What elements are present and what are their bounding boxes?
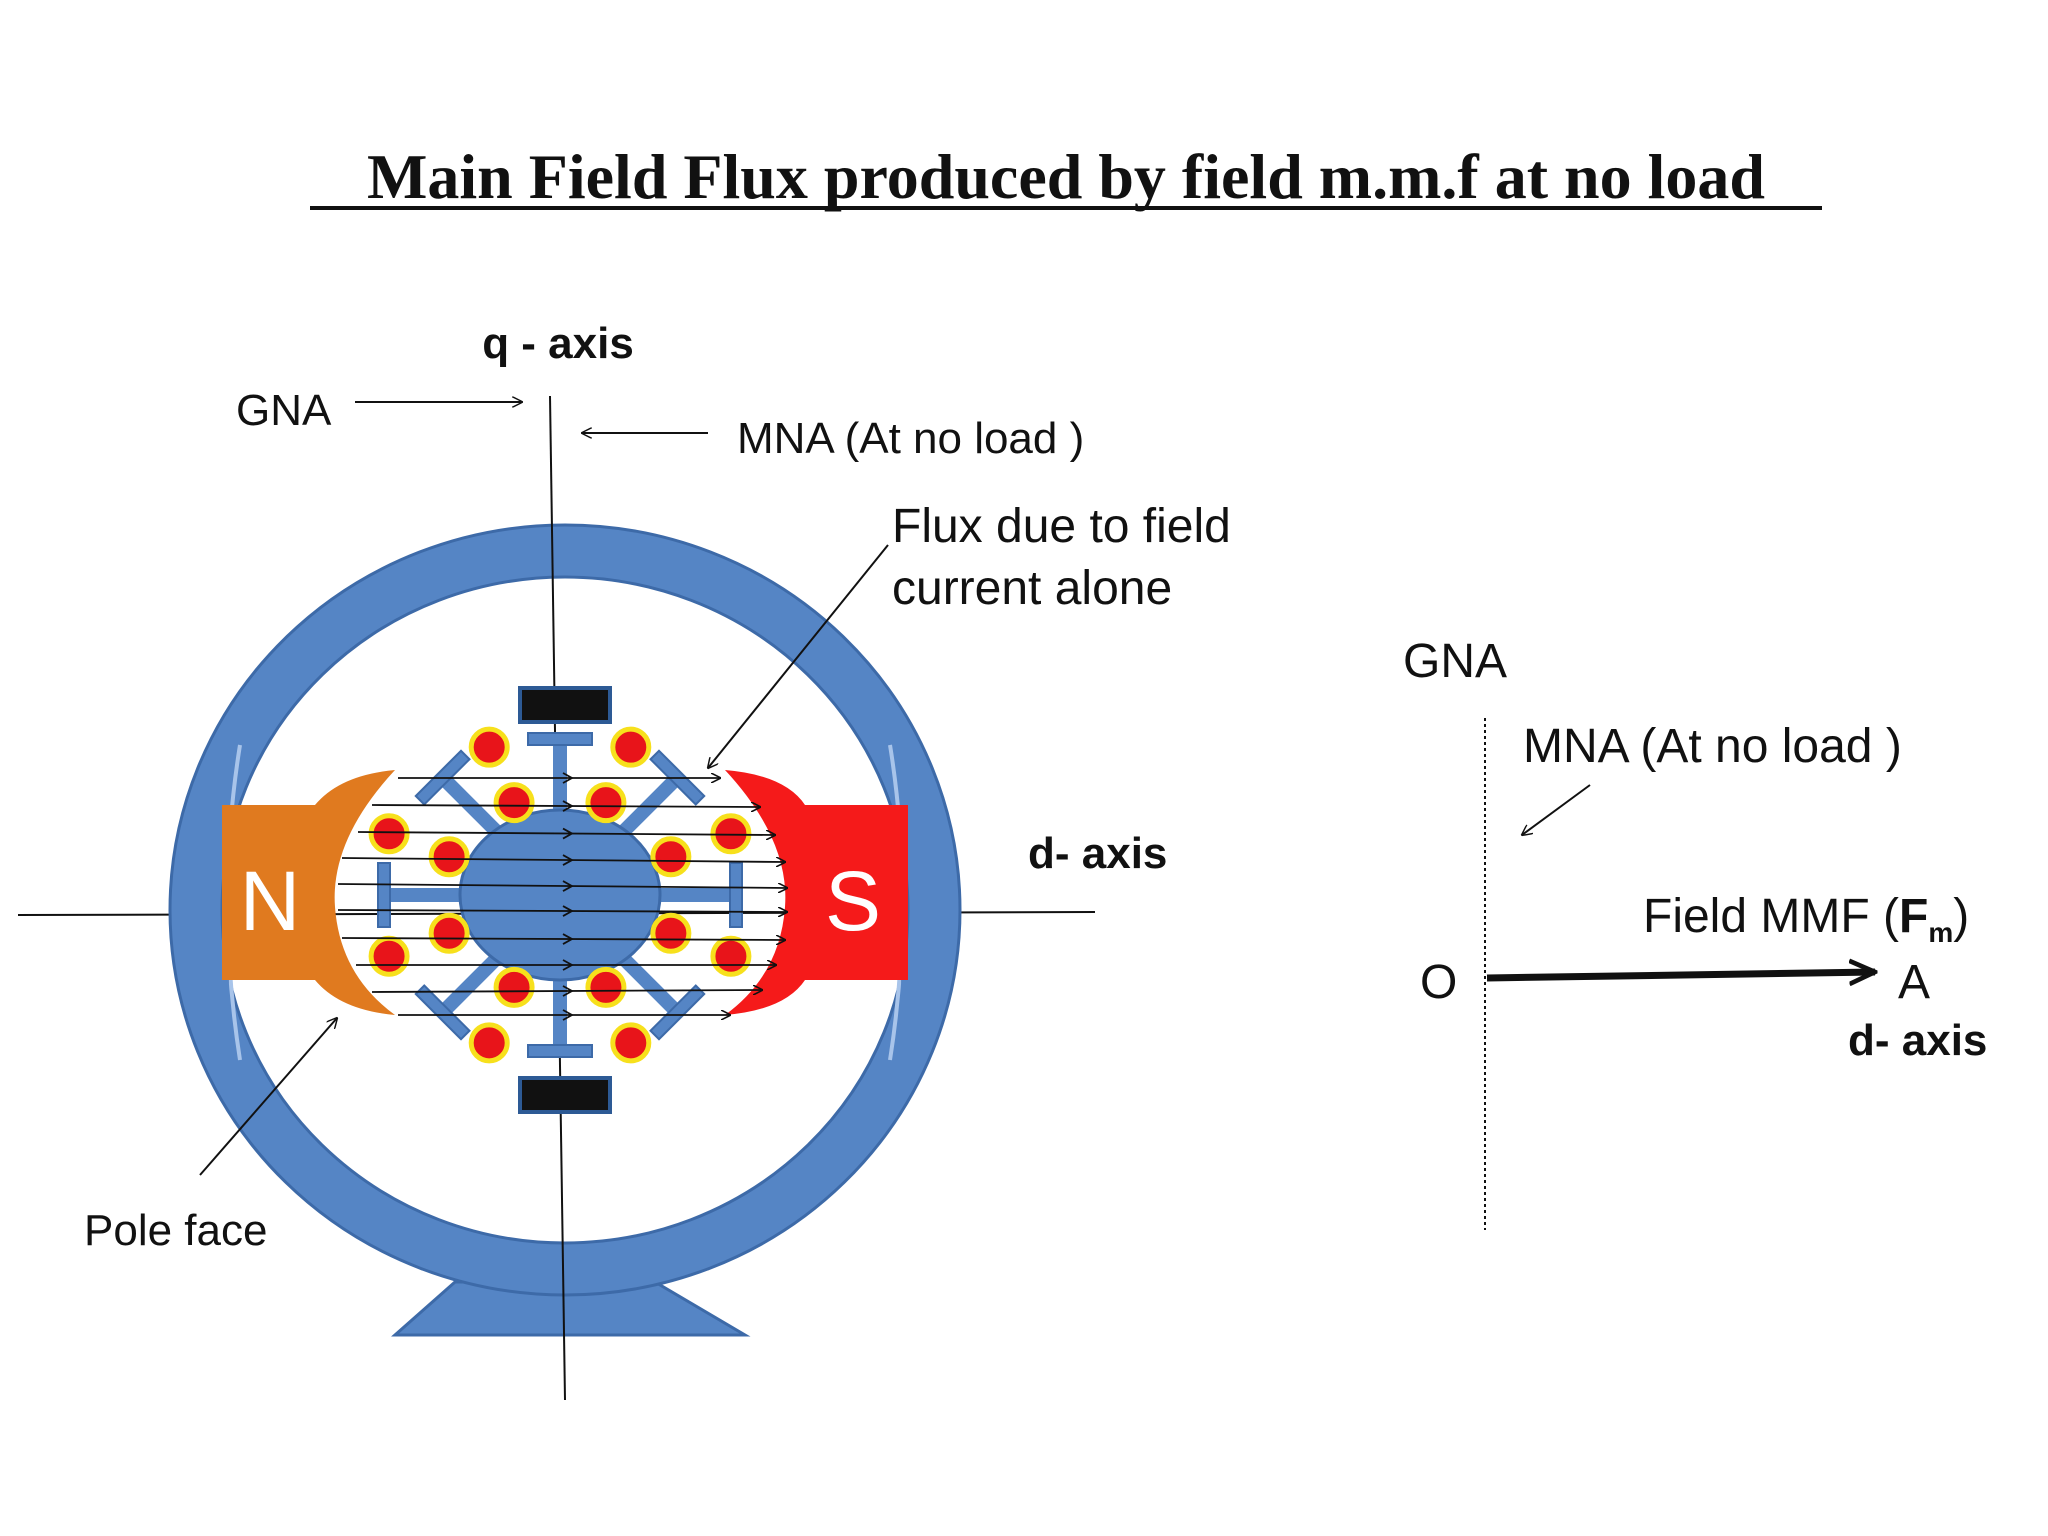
bottom-brush bbox=[518, 1076, 612, 1114]
armature-tooth-shoe bbox=[527, 1044, 593, 1058]
armature-tooth-shoe bbox=[377, 862, 391, 928]
conductor bbox=[493, 966, 535, 1008]
conductor bbox=[468, 726, 510, 768]
field-mmf-close: ) bbox=[1953, 890, 1969, 943]
armature-tooth-shoe bbox=[527, 732, 593, 746]
flux-mid-arrow bbox=[562, 959, 574, 971]
flux-mid-arrow bbox=[562, 827, 574, 840]
d-axis-label: d- axis bbox=[1028, 829, 1167, 878]
south-pole-label: S bbox=[825, 854, 881, 948]
conductor bbox=[650, 912, 692, 954]
mna-pointer-arrow bbox=[1522, 784, 1591, 835]
flux-mid-arrow bbox=[562, 905, 574, 917]
armature bbox=[368, 686, 752, 1114]
flux-note-line1: Flux due to field bbox=[892, 500, 1231, 553]
flux-line bbox=[371, 990, 762, 992]
flux-mid-arrow bbox=[562, 772, 574, 784]
flux-mid-arrow bbox=[562, 933, 574, 945]
phasor-gna-label: GNA bbox=[1403, 635, 1507, 688]
q-axis-label: q - axis bbox=[482, 319, 634, 368]
conductor bbox=[428, 836, 470, 878]
conductor bbox=[650, 836, 692, 878]
field-mmf-phasor bbox=[1486, 972, 1875, 978]
flux-mid-arrow bbox=[562, 985, 574, 997]
conductor bbox=[585, 782, 627, 824]
mna-label: MNA (At no load ) bbox=[737, 414, 1084, 463]
conductor bbox=[428, 912, 470, 954]
armature-tooth-shoe bbox=[729, 862, 743, 928]
flux-mid-arrow bbox=[562, 1009, 574, 1021]
phasor-mna-label: MNA (At no load ) bbox=[1523, 720, 1902, 773]
flux-line bbox=[341, 858, 785, 862]
conductor bbox=[710, 935, 752, 977]
conductor bbox=[368, 813, 410, 855]
conductor bbox=[368, 935, 410, 977]
field-mmf-symbol: F bbox=[1899, 890, 1928, 943]
flux-mid-arrow bbox=[562, 800, 574, 812]
flux-line bbox=[371, 805, 760, 807]
field-mmf-subscript: m bbox=[1928, 917, 1953, 948]
conductor bbox=[610, 726, 652, 768]
armature-core bbox=[458, 808, 662, 982]
field-mmf-label: Field MMF (Fm) bbox=[1643, 890, 1969, 948]
page-title: Main Field Flux produced by field m.m.f … bbox=[367, 141, 1765, 212]
flux-line bbox=[357, 832, 775, 835]
field-mmf-text: Field MMF ( bbox=[1643, 890, 1899, 943]
flux-mid-arrow bbox=[562, 880, 574, 892]
origin-label: O bbox=[1420, 956, 1457, 1009]
tip-label: A bbox=[1898, 956, 1930, 1009]
flux-line bbox=[341, 938, 785, 940]
north-pole-label: N bbox=[240, 854, 301, 948]
flux-line bbox=[337, 884, 787, 888]
pole-face-label: Pole face bbox=[84, 1206, 267, 1255]
conductor bbox=[493, 782, 535, 824]
armature-tooth-shoe bbox=[649, 984, 706, 1041]
conductor bbox=[468, 1022, 510, 1064]
phasor-d-axis-label: d- axis bbox=[1848, 1016, 1987, 1065]
flux-lines bbox=[337, 772, 787, 1021]
flux-note-line2: current alone bbox=[892, 562, 1172, 615]
top-brush bbox=[518, 686, 612, 724]
north-pole bbox=[222, 770, 395, 1015]
gna-label: GNA bbox=[236, 386, 332, 435]
conductor bbox=[610, 1022, 652, 1064]
machine-diagram: N S q - axis GNA MNA (At no load ) Flux … bbox=[17, 319, 1231, 1401]
pole-face-arrow bbox=[199, 1018, 337, 1176]
conductor bbox=[585, 966, 627, 1008]
flux-note-arrow bbox=[708, 544, 889, 768]
phasor-diagram: GNA MNA (At no load ) Field MMF (Fm) O A… bbox=[1403, 635, 1987, 1230]
flux-mid-arrow bbox=[562, 854, 574, 866]
flux-line bbox=[337, 910, 787, 912]
